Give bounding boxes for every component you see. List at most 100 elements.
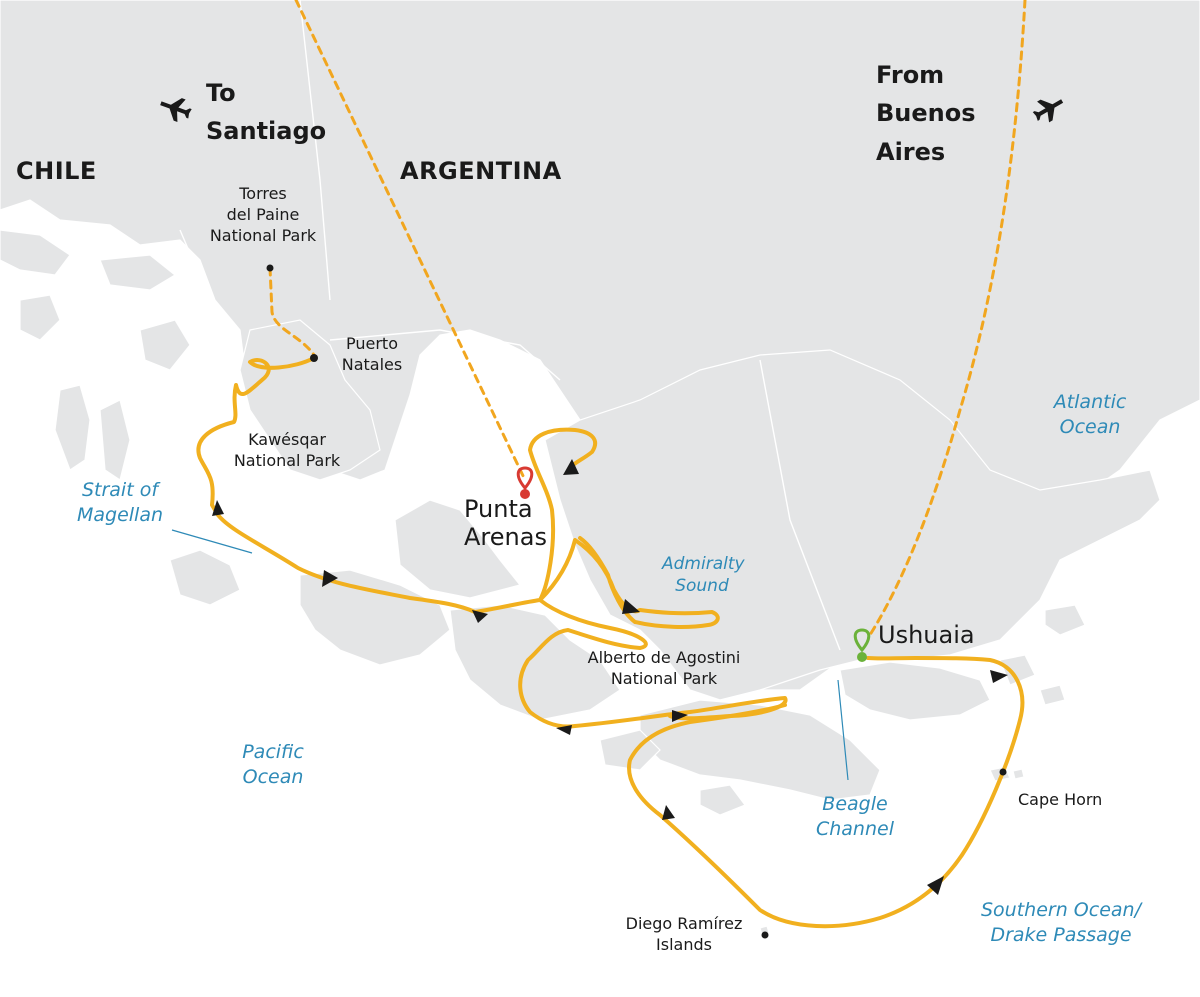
water-label-line: Southern Ocean/ [981, 899, 1141, 921]
airplane-icons [160, 98, 1064, 123]
island-w3 [99, 399, 131, 481]
land-route-torres [268, 266, 316, 357]
route-southern-loop [627, 656, 1025, 929]
border-line-3 [329, 329, 561, 381]
hoste-island [639, 699, 881, 801]
island-w2 [54, 384, 91, 471]
island-cape-horn-2 [1012, 768, 1025, 780]
isla-riesco [239, 319, 381, 481]
water-label-line: Magellan [76, 503, 164, 526]
port-label-ushuaia: Ushuaia [878, 621, 975, 649]
airplane-icon-buenos-aires [1032, 99, 1064, 123]
port-label-punta-arenas: Punta Arenas [464, 495, 547, 551]
agostini-island [449, 604, 621, 721]
flight-label-line: Aires [876, 137, 946, 166]
port-label-line: Arenas [464, 522, 547, 551]
place-label-line: National Park [209, 225, 317, 245]
water-label-line: Pacific [242, 741, 304, 763]
water-leader-lines [171, 529, 849, 781]
route-natales-to-strait [196, 356, 477, 614]
place-label-line: Islands [656, 934, 712, 954]
place-label-line: del Paine [226, 204, 300, 224]
water-label-line: Beagle [822, 793, 888, 815]
place-label-line: National Park [233, 450, 341, 470]
island-w7 [19, 294, 61, 341]
island-e1 [1039, 684, 1066, 706]
place-label-line: Kawésqar [248, 430, 326, 449]
place-label-diego: Diego Ramírez Islands [614, 914, 754, 956]
dot-torres [266, 264, 274, 272]
dot-diego [761, 931, 769, 939]
place-label-kawesqar: Kawésqar National Park [220, 430, 354, 472]
water-label-atlantic: Atlantic Ocean [1040, 390, 1140, 439]
arrow-icon [927, 876, 944, 895]
island-e2 [1044, 604, 1086, 636]
place-label-line: Puerto [346, 334, 398, 353]
place-label-agostini: Alberto de Agostini National Park [572, 648, 756, 690]
island-s2 [699, 784, 746, 816]
flight-route-santiago [294, 0, 527, 482]
border-line-2 [179, 229, 216, 341]
arrow-icon [563, 459, 579, 475]
flight-label-buenos-aires: From Buenos Aires [876, 56, 976, 171]
arrow-icon [212, 500, 224, 516]
water-label-line: Atlantic [1053, 391, 1127, 413]
flight-label-line: Buenos [876, 99, 976, 128]
place-label-line: Torres [239, 184, 287, 203]
port-label-line: Punta [464, 495, 533, 523]
place-label-natales: Puerto Natales [330, 334, 414, 376]
flight-label-line: To [206, 79, 236, 107]
leader-line-strait [171, 529, 253, 554]
island-w5 [99, 254, 177, 291]
map-pin-icon-ushuaia [853, 628, 871, 653]
arrow-icon [472, 610, 488, 623]
water-label-line: Admiralty [662, 554, 745, 574]
navarino-island [839, 661, 991, 721]
water-label-admiralty: Admiralty Sound [662, 553, 745, 597]
arrow-icon [662, 805, 675, 820]
arrow-icon [990, 670, 1008, 683]
place-label-cape-horn: Cape Horn [1018, 790, 1103, 809]
place-label-torres: Torres del Paine National Park [198, 184, 328, 246]
water-label-line: Ocean [1059, 415, 1121, 438]
water-label-southern: Southern Ocean/ Drake Passage [976, 898, 1146, 947]
location-dots [266, 264, 1007, 939]
water-label-beagle: Beagle Channel [800, 792, 910, 841]
water-label-line: Ocean [242, 765, 304, 788]
water-label-line: Channel [815, 817, 894, 840]
island-w4 [0, 229, 71, 276]
water-label-strait: Strait of Magellan [60, 478, 180, 527]
border-lines [179, 0, 841, 651]
brunswick-peninsula [394, 499, 522, 599]
leader-line-beagle [837, 679, 849, 781]
flight-label-line: From [876, 61, 945, 89]
pins [516, 466, 871, 653]
island-w6 [139, 319, 191, 371]
water-label-line: Drake Passage [990, 923, 1132, 946]
water-label-line: Sound [675, 576, 729, 597]
place-label-line: Alberto de Agostini [587, 648, 741, 667]
water-label-line: Strait of [81, 479, 159, 501]
cruise-route [196, 356, 1025, 929]
island-w1 [169, 549, 241, 606]
arrow-icon [556, 725, 572, 735]
dashed-routes [268, 0, 1027, 640]
dot-ushuaia [857, 652, 867, 662]
route-arrows [212, 459, 1008, 895]
water-label-pacific: Pacific Ocean [228, 740, 318, 789]
country-label-argentina: ARGENTINA [400, 157, 562, 185]
place-label-line: Natales [341, 354, 403, 374]
arrow-icon [322, 570, 338, 587]
arrow-icon [672, 710, 688, 722]
dot-punta-arenas [520, 489, 530, 499]
airplane-icon-santiago [160, 98, 192, 123]
place-label-line: Diego Ramírez [625, 914, 743, 933]
arrow-icon [622, 599, 640, 614]
country-label-chile: CHILE [16, 157, 97, 185]
dot-natales [310, 354, 318, 362]
border-line-4 [759, 359, 841, 651]
island-e3 [999, 654, 1036, 686]
place-label-line: National Park [610, 668, 718, 688]
